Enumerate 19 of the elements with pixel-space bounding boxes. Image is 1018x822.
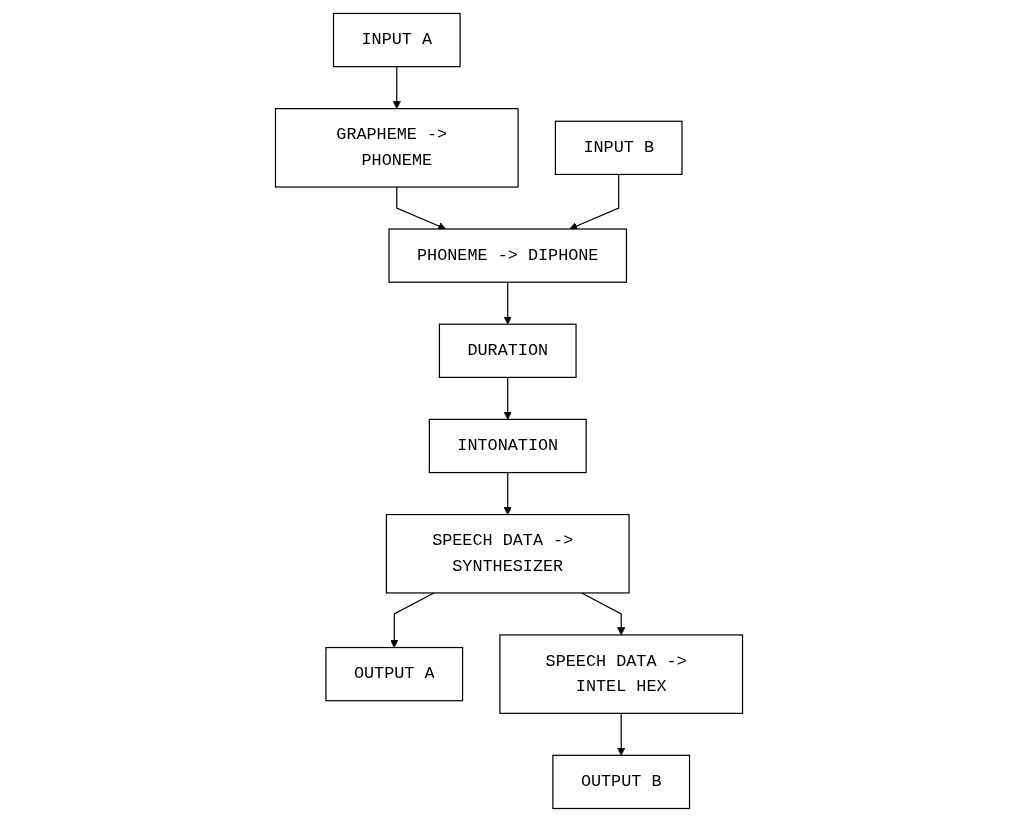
- node-box: INPUT B: [554, 120, 683, 176]
- arrow: [503, 376, 512, 420]
- node-box: INPUT A: [332, 12, 461, 68]
- node-box: DURATION: [438, 323, 577, 378]
- arrow: [390, 592, 435, 648]
- arrow: [581, 592, 626, 636]
- node-box: SPEECH DATA -> INTEL HEX: [499, 634, 744, 714]
- node-box: PHONEME -> DIPHONE: [388, 228, 628, 283]
- arrow: [503, 281, 512, 325]
- node-box: OUTPUT A: [325, 646, 464, 702]
- arrow: [503, 472, 512, 515]
- node-box: SPEECH DATA -> SYNTHESIZER: [385, 513, 630, 594]
- arrow: [617, 712, 626, 756]
- node-box: OUTPUT B: [552, 754, 691, 810]
- arrow: [396, 186, 447, 230]
- node-box: GRAPHEME -> PHONEME: [274, 108, 519, 188]
- arrow: [569, 173, 620, 230]
- arrow: [392, 66, 401, 110]
- node-box: INTONATION: [428, 418, 587, 474]
